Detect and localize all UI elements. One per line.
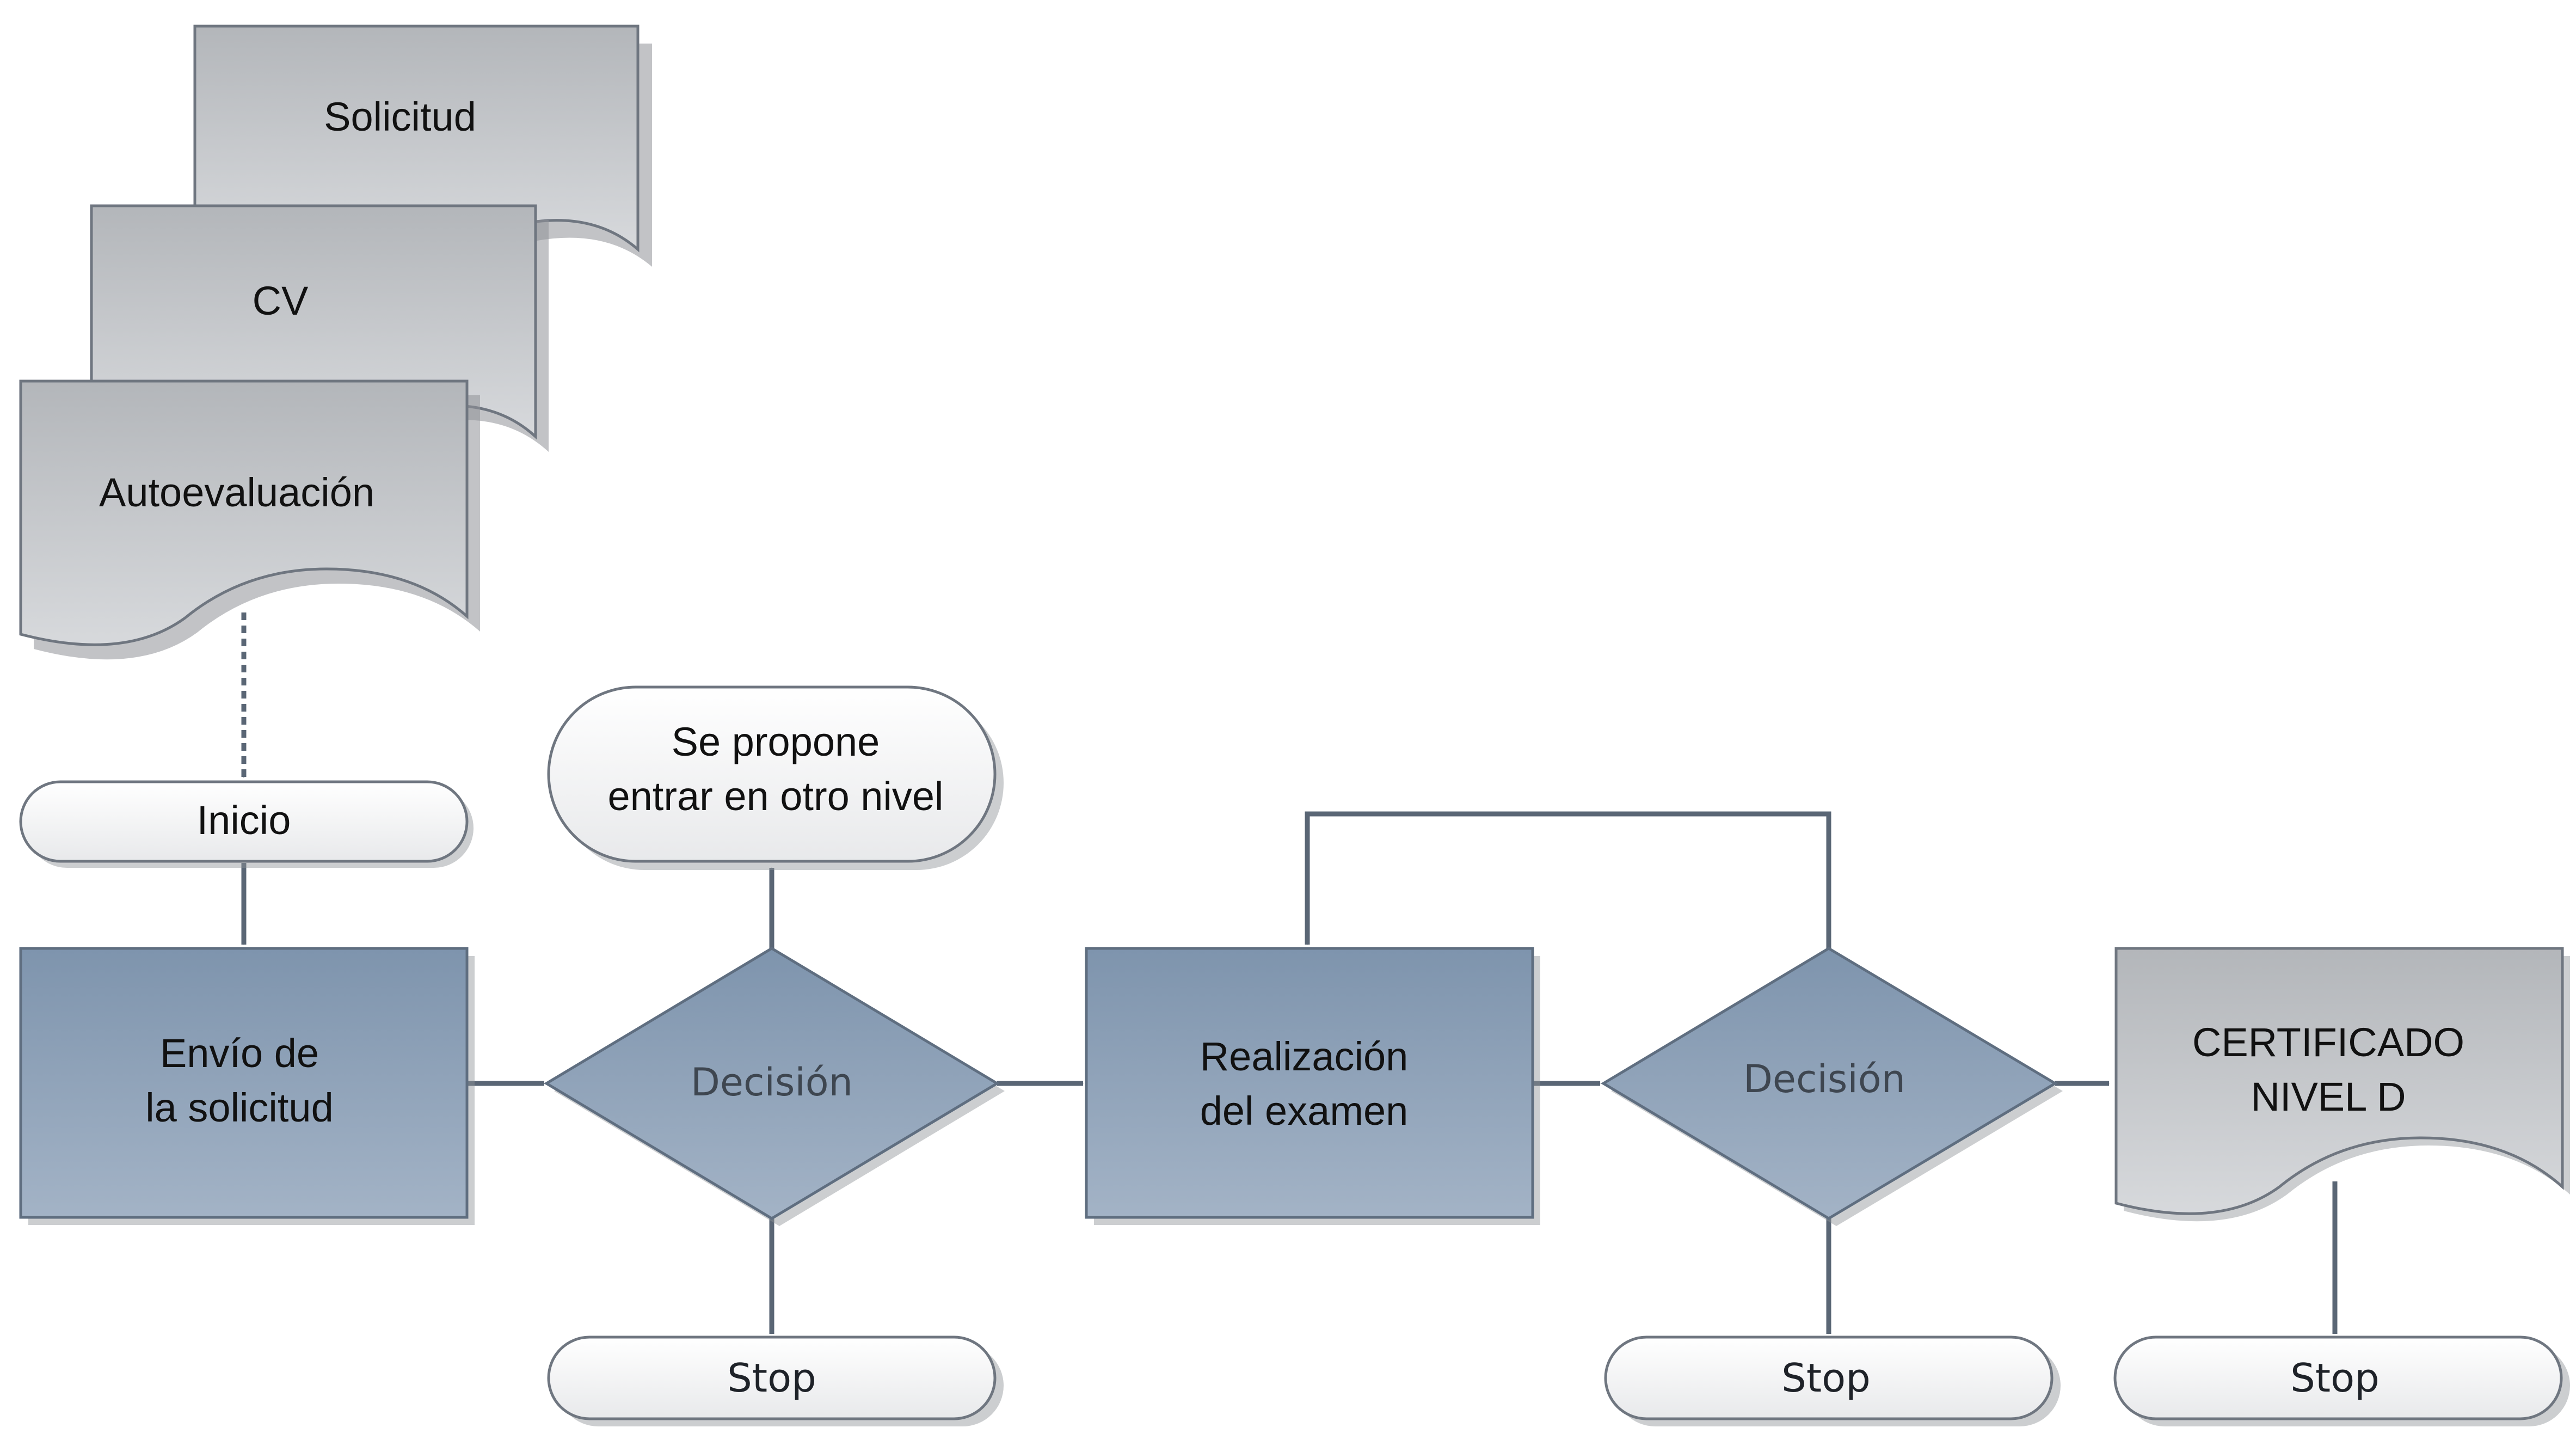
decision-1: Decisión [544,947,1005,1226]
terminal-inicio: Inicio [19,780,474,868]
decision-2-label: Decisión [1743,1057,1905,1101]
terminal-otro-nivel-line1: Se propone [672,719,880,764]
decision-2: Decisión [1601,947,2063,1226]
arrow-decision2-loop-to-examen [1305,811,1831,948]
terminal-stop-2: Stop [1604,1335,2061,1426]
process-envio-label-line2: la solicitud [145,1085,334,1130]
terminal-stop-3: Stop [2113,1335,2570,1426]
process-examen-label-line1: Realización [1200,1034,1409,1079]
process-realizacion-examen: Realización del examen [1085,947,1540,1225]
terminal-stop-2-label: Stop [1781,1355,1871,1401]
terminal-stop-1: Stop [547,1335,1004,1426]
document-autoevaluacion-label: Autoevaluación [99,470,374,515]
terminal-otro-nivel-line2: entrar en otro nivel [607,774,943,819]
terminal-stop-1-label: Stop [727,1355,816,1401]
document-cv-label: CV [253,278,309,323]
connectors [241,612,2338,1334]
document-autoevaluacion: Autoevaluación [19,379,480,660]
decision-1-label: Decisión [691,1060,853,1105]
document-certificado-line1: CERTIFICADO [2192,1020,2464,1065]
document-certificado: CERTIFICADO NIVEL D [2114,947,2570,1222]
process-envio-label-line1: Envío de [160,1031,319,1076]
terminal-inicio-label: Inicio [197,798,291,843]
terminal-stop-3-label: Stop [2290,1355,2380,1401]
document-certificado-line2: NIVEL D [2251,1074,2406,1119]
document-solicitud-label: Solicitud [324,94,476,139]
process-envio-solicitud: Envío de la solicitud [19,947,475,1225]
process-examen-label-line2: del examen [1200,1088,1409,1134]
terminal-otro-nivel: Se propone entrar en otro nivel [547,685,1004,870]
